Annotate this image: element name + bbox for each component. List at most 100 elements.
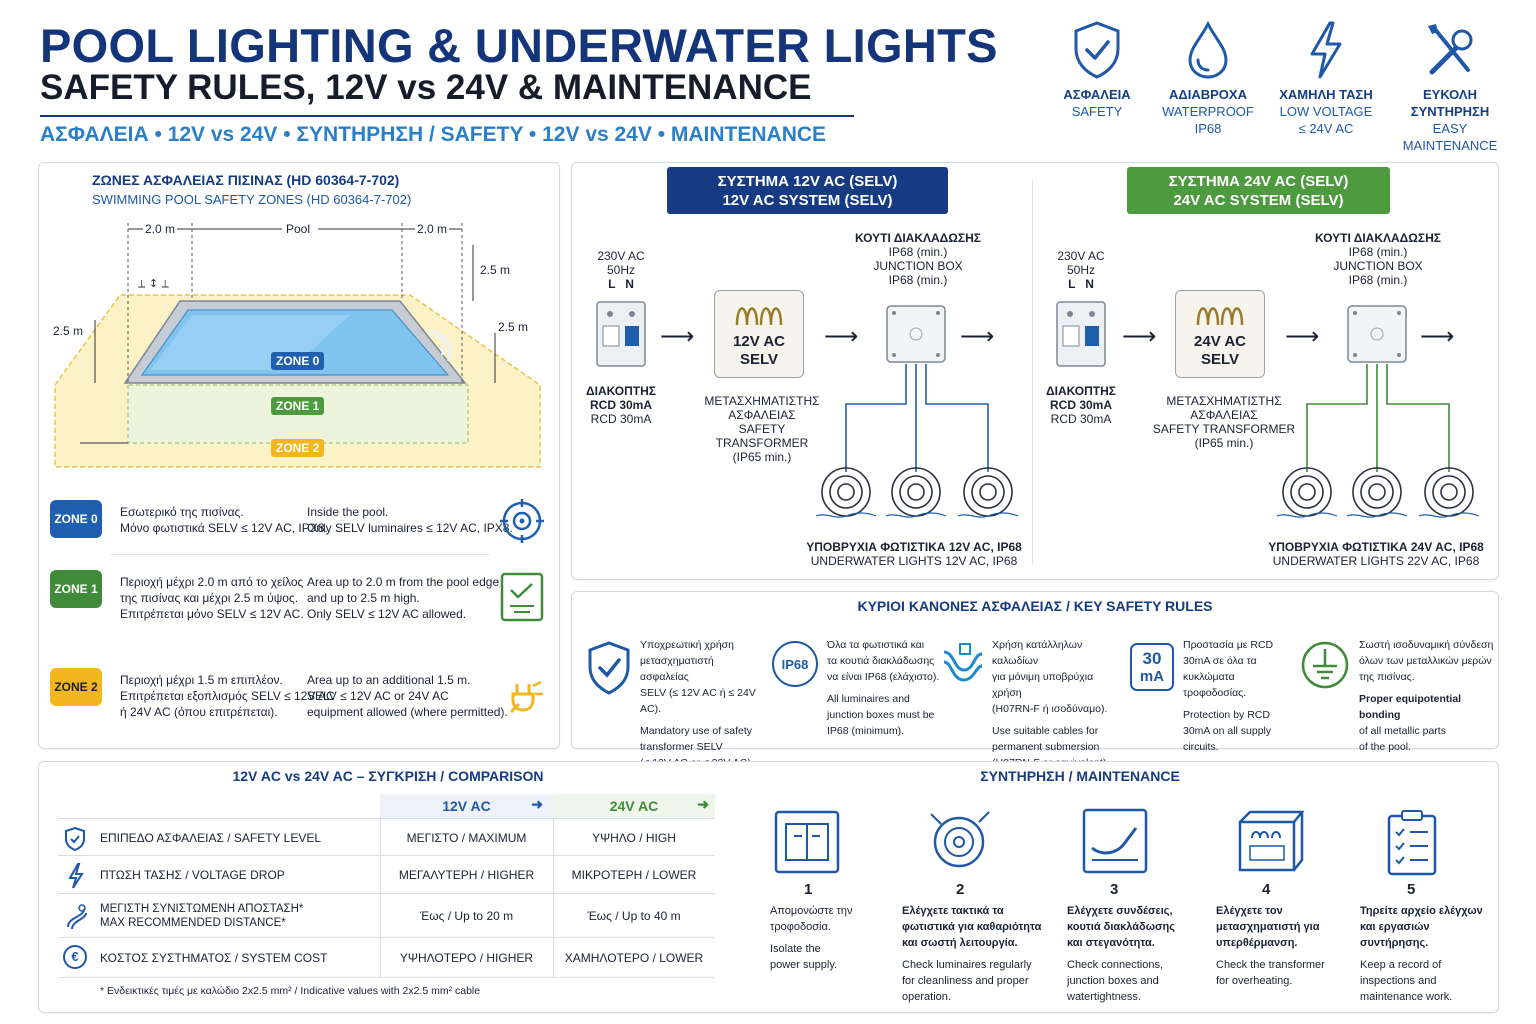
- coil-icon: [735, 307, 783, 326]
- zone1-gr-line: Περιοχή μέχρι 2.0 m από το χείλος: [120, 575, 304, 589]
- lightning-icon: [68, 863, 84, 889]
- step-2-text: Ελέγχετε τακτικά τα φωτιστικά για καθαριό…: [902, 903, 1042, 1005]
- transformer-type: SELV: [1200, 351, 1240, 368]
- zone2-en-line: SELV ≤ 12V AC or 24V AC: [307, 689, 449, 703]
- zone1-en-line: and up to 2.5 m high.: [307, 591, 420, 605]
- zones-title-gr: ΖΩΝΕΣ ΑΣΦΑΛΕΙΑΣ ΠΙΣΙΝΑΣ (HD 60364-7-702): [92, 172, 400, 188]
- arrow-icon: ⟶: [660, 323, 695, 350]
- row-label: ΚΟΣΤΟΣ ΣΥΣΤΗΜΑΤΟΣ / SYSTEM COST: [100, 951, 328, 965]
- supply-voltage: 230V AC: [1057, 249, 1105, 263]
- system-24v-title-en: 24V AC SYSTEM (SELV): [1173, 192, 1344, 209]
- rule-gr-line: Σωστή ισοδυναμική σύνδεση: [1359, 639, 1494, 651]
- dim-left-label: 2.0 m: [143, 222, 178, 236]
- step-gr-line: κουτιά διακλάδωσης: [1067, 921, 1175, 933]
- zone1-label: ZONE 1: [50, 570, 102, 608]
- light-inspect-icon: [930, 811, 990, 868]
- height-label-right: 2.5 m: [498, 320, 529, 334]
- zone2-gr-line: Περιοχή μέχρι 1.5 m επιπλέον.: [120, 673, 283, 687]
- zone2-en-line: equipment allowed (where permitted).: [307, 705, 508, 719]
- zone0-en-line: Inside the pool.: [307, 505, 389, 519]
- systems-divider: [1032, 180, 1033, 565]
- cable-icon: [943, 643, 983, 682]
- ip68-icon: IP68: [772, 641, 818, 687]
- zone2-tag: ZONE 2: [271, 439, 325, 457]
- transformer-label-gr2: ΑΣΦΑΛΕΙΑΣ: [1190, 408, 1258, 422]
- rules-panel: [571, 591, 1499, 749]
- badge-label-gr: ΑΣΦΑΛΕΙΑ: [1063, 87, 1131, 102]
- page-title: POOL LIGHTING & UNDERWATER LIGHTS: [40, 19, 998, 72]
- rule-en-line: All luminaires and: [827, 693, 910, 705]
- badge-label-en: EASY MAINTENANCE: [1402, 121, 1498, 153]
- dim-pool-label: Pool: [284, 222, 313, 236]
- row-value-12v: ΥΨΗΛΟΤΕΡΟ / HIGHER: [399, 951, 534, 965]
- badge-safety: ΑΣΦΑΛΕΙΑ SAFETY: [1037, 20, 1157, 120]
- step-number: 1: [804, 881, 813, 898]
- rules-title: ΚΥΡΙΟΙ ΚΑΝΟΝΕΣ ΑΣΦΑΛΕΙΑΣ / KEY SAFETY RU…: [857, 598, 1213, 614]
- rcd-breaker-icon: [596, 301, 646, 367]
- supply-frequency: 50Hz: [606, 263, 635, 277]
- step-en-line: operation.: [902, 991, 951, 1003]
- zone1-gr-line: Επιτρέπεται μόνο SELV ≤ 12V AC.: [120, 607, 304, 621]
- step-gr-line: Ελέγχετε τακτικά τα: [902, 905, 1004, 917]
- jb-title-en: JUNCTION BOX: [873, 259, 963, 273]
- rule-gr-line: 30mA σε όλα τα κυκλώματα: [1183, 655, 1257, 683]
- zone1-en-line: Area up to 2.0 m from the pool edge: [307, 575, 500, 589]
- row-value-12v: ΜΕΓΑΛΥΤΕΡΗ / HIGHER: [398, 868, 535, 882]
- row-label: ΕΠΙΠΕΔΟ ΑΣΦΑΛΕΙΑΣ / SAFETY LEVEL: [100, 831, 322, 845]
- step-en-line: junction boxes and: [1067, 975, 1159, 987]
- rule-gr-line: Χρήση κατάλληλων καλωδίων: [992, 639, 1083, 667]
- row-value-24v: ΧΑΜΗΛΟΤΕΡΟ / LOWER: [564, 951, 704, 965]
- rule-en-line: Proper equipotential bonding: [1359, 693, 1462, 721]
- badge-label-en: SAFETY: [1071, 104, 1123, 119]
- zone2-gr-line: Επιτρέπεται εξοπλισμός SELV ≤ 12V AC: [120, 689, 335, 703]
- zone1-text-en: Area up to 2.0 m from the pool edge and u…: [307, 574, 499, 622]
- rule-gr-line: Προστασία με RCD: [1183, 639, 1274, 651]
- row-label-en: MAX RECOMMENDED DISTANCE*: [100, 917, 286, 929]
- maintenance-title: ΣΥΝΤΗΡΗΣΗ / MAINTENANCE: [980, 768, 1180, 784]
- jb-title-gr: ΚΟΥΤΙ ΔΙΑΚΛΑΔΩΣΗΣ: [855, 231, 981, 245]
- zone-check-icon: [500, 572, 544, 622]
- row-label: ΠΤΩΣΗ ΤΑΣΗΣ / VOLTAGE DROP: [100, 868, 285, 882]
- transformer-ip: (IP65 min.): [732, 450, 792, 464]
- svg-text:⟂ ↕ ⟂: ⟂ ↕ ⟂: [138, 277, 170, 290]
- step-en-line: maintenance work.: [1360, 991, 1453, 1003]
- height-label-left: 2.5 m: [53, 324, 84, 338]
- shield-check-icon: [1074, 21, 1120, 79]
- arrow-right-icon: ➜: [531, 796, 543, 812]
- step-gr-line: φωτιστικά για καθαριότητα: [902, 921, 1042, 933]
- badge-label-extra: ≤ 24V AC: [1298, 121, 1354, 136]
- checklist-icon: [1387, 810, 1437, 876]
- badge-label-en: LOW VOLTAGE: [1279, 104, 1373, 119]
- step-en-line: Check the transformer: [1216, 959, 1325, 971]
- tools-icon: [1428, 24, 1473, 75]
- supply-frequency: 50Hz: [1066, 263, 1095, 277]
- rule-gr-line: όλων των μεταλλικών μερών: [1359, 655, 1492, 667]
- row-value-24v: ΥΨΗΛΟ / HIGH: [592, 831, 676, 845]
- step-number: 4: [1262, 881, 1271, 898]
- zone0-label: ZONE 0: [50, 500, 102, 538]
- step-en-line: inspections and: [1360, 975, 1437, 987]
- zone2-label: ZONE 2: [50, 668, 102, 706]
- arrow-icon: ⟶: [824, 323, 859, 350]
- col-24v-header: 24V AC➜: [553, 794, 715, 818]
- step-en-line: Check connections,: [1067, 959, 1163, 971]
- row-label-gr: ΜΕΓΙΣΤΗ ΣΥΝΙΣΤΩΜΕΝΗ ΑΠΟΣΤΑΣΗ*: [100, 903, 304, 915]
- supply-ln: L N: [1068, 277, 1094, 291]
- lights-title-en: UNDERWATER LIGHTS 22V AC, IP68: [1272, 554, 1480, 568]
- zone0-text-en: Inside the pool. Only SELV luminaires ≤ 1…: [307, 504, 513, 536]
- zone2-text-gr: Περιοχή μέχρι 1.5 m επιπλέον. Επιτρέπεται…: [120, 672, 335, 720]
- rule-en-line: 30mA on all supply: [1183, 725, 1272, 737]
- rule-en-line: Use suitable cables for: [992, 725, 1099, 737]
- step-en-line: power supply.: [770, 959, 838, 971]
- transformer-voltage: 24V AC: [1194, 333, 1246, 350]
- zone0-en-line: Only SELV luminaires ≤ 12V AC, IPX8.: [307, 521, 513, 535]
